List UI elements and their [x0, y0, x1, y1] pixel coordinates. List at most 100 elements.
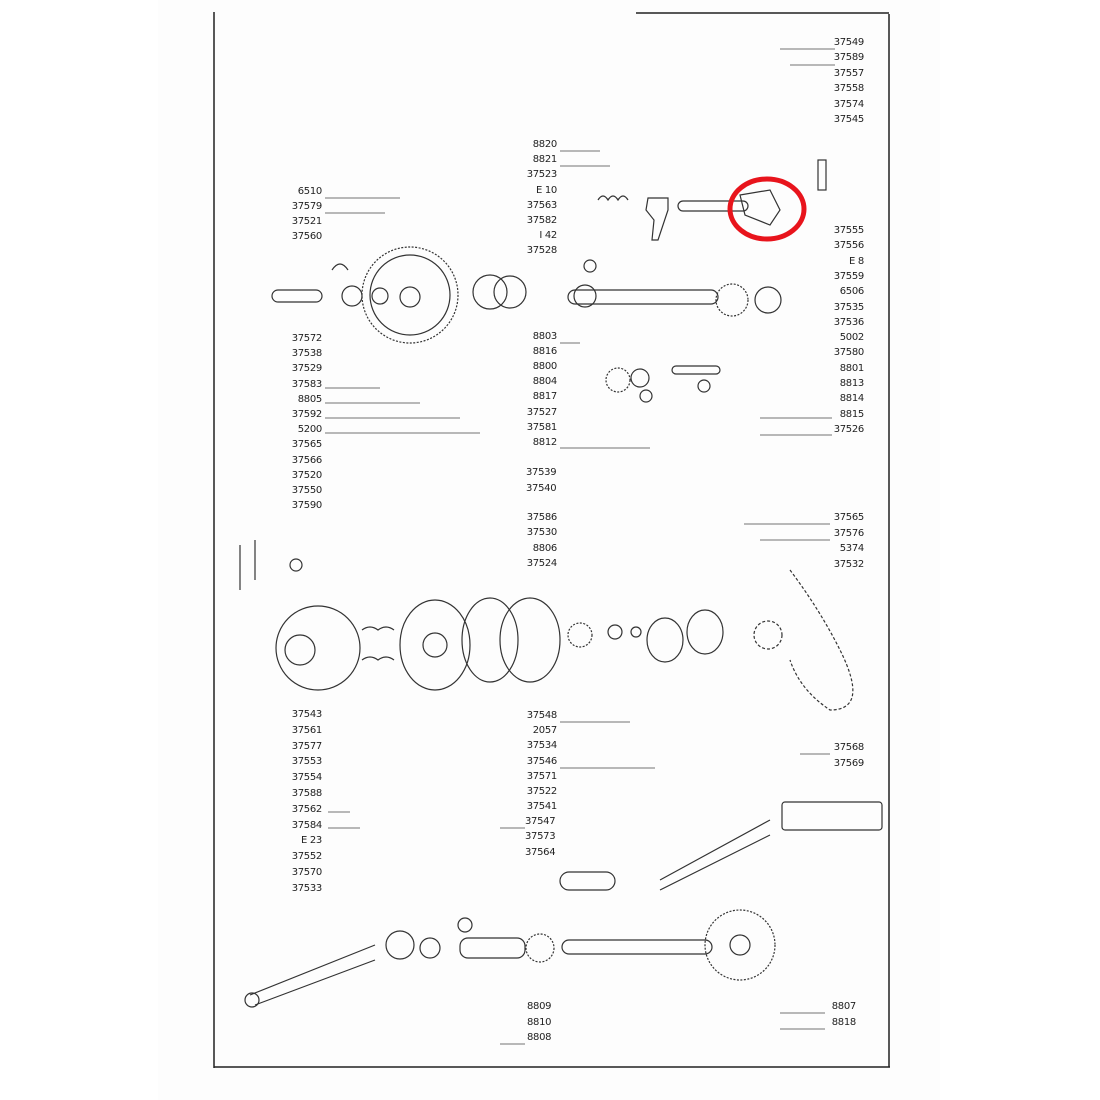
- part-number-label: 37563: [526, 199, 558, 211]
- part-number-label: 37566: [291, 454, 323, 466]
- part-number-label: 37565: [833, 512, 865, 523]
- part-number-label: 8815: [839, 408, 865, 420]
- part-number-label: 37557: [833, 67, 865, 79]
- part-number-label: 8816: [532, 346, 558, 358]
- part-number-label: 37524: [526, 557, 558, 569]
- leader-lines: [325, 48, 835, 1045]
- part-number-label: 37550: [291, 485, 323, 496]
- part-number-label: 8808: [527, 1032, 552, 1043]
- part-number-label: 5374: [839, 543, 865, 554]
- part-number-label: 6510: [297, 186, 323, 197]
- part-number-label: 8821: [532, 154, 558, 166]
- part-number-label: 8813: [839, 378, 865, 389]
- part-number-label: 37535: [833, 301, 865, 313]
- part-number-label: 37556: [833, 240, 865, 252]
- part-number-label: 37588: [291, 788, 323, 799]
- paper-sheet: [158, 0, 940, 1100]
- part-number-label: 37555: [833, 225, 865, 236]
- part-number-label: 37553: [291, 756, 323, 768]
- clutch-housing: [275, 605, 361, 691]
- part-number-label: 37580: [833, 347, 865, 359]
- part-number-label: 37560: [291, 231, 323, 242]
- part-number-label: 37574: [833, 98, 865, 110]
- part-number-label: 37545: [833, 114, 865, 125]
- part-number-label: 8810: [527, 1016, 552, 1028]
- part-number-label: 8804: [532, 376, 558, 388]
- crank-arm: [249, 944, 376, 1006]
- parts: [239, 159, 883, 1008]
- part-number-label: 37583: [291, 378, 323, 390]
- part-number-label: 37532: [833, 558, 865, 570]
- part-number-label: 37529: [291, 363, 323, 375]
- part-number-label: 37522: [526, 786, 558, 797]
- part-number-label: 37577: [291, 740, 323, 752]
- part-number-label: 37589: [833, 52, 865, 64]
- part-number-label: 8806: [532, 542, 558, 554]
- main-shaft: [567, 289, 719, 305]
- part-number-label: 37523: [526, 169, 558, 181]
- part-number-label: 37530: [526, 527, 558, 539]
- part-number-label: E 10: [535, 184, 557, 196]
- part-number-label: 8817: [532, 391, 558, 403]
- part-number-label: 37533: [291, 882, 323, 894]
- part-number-label: 37534: [526, 740, 558, 752]
- part-number-label: 5200: [297, 424, 323, 436]
- part-number-label: 37584: [291, 819, 323, 831]
- part-number-label: 37539: [526, 467, 557, 478]
- part-number-label: 37538: [291, 348, 323, 360]
- large-gear: [361, 246, 459, 344]
- part-number-label: 37586: [526, 512, 558, 523]
- part-number-label: 37549: [833, 37, 865, 48]
- part-number-label: 37562: [291, 803, 323, 815]
- pedal: [781, 801, 883, 831]
- drive-chain: [789, 569, 854, 711]
- part-number-label: 8809: [527, 1001, 552, 1012]
- part-number-label: 37546: [526, 755, 558, 767]
- part-number-label: 37554: [291, 772, 323, 784]
- part-number-label: 37572: [291, 333, 323, 344]
- part-number-label: 37579: [291, 201, 323, 212]
- part-number-label: 37569: [833, 757, 865, 769]
- part-number-label: 8801: [839, 362, 865, 374]
- axle-pin: [271, 289, 323, 303]
- part-number-label: 37561: [291, 724, 323, 736]
- part-number-label: 37582: [526, 215, 558, 226]
- part-number-label: 37547: [525, 816, 556, 827]
- part-number-label: 8818: [831, 1017, 857, 1028]
- part-number-label: 37590: [291, 500, 323, 512]
- part-number-label: 37543: [291, 709, 323, 720]
- pedal-shaft: [561, 939, 713, 955]
- part-number-label: 6506: [839, 286, 865, 298]
- part-number-label: 37564: [525, 846, 556, 858]
- part-number-label: 37552: [291, 851, 323, 863]
- highlight-circle: [727, 176, 807, 242]
- part-number-label: 37528: [526, 245, 558, 257]
- part-number-label: 37548: [526, 710, 558, 721]
- part-number-label: 5002: [839, 332, 865, 344]
- part-number-label: 37571: [526, 770, 558, 782]
- part-number-label: 37526: [833, 423, 865, 435]
- part-number-label: 37581: [526, 421, 558, 433]
- part-number-label: E 8: [849, 255, 864, 267]
- part-number-label: 8807: [831, 1001, 857, 1012]
- part-number-label: 8805: [297, 393, 323, 405]
- part-number-label: 8820: [532, 139, 558, 150]
- part-number-label: 37521: [291, 216, 323, 227]
- part-number-label: 37592: [291, 409, 323, 420]
- part-number-label: E 23: [300, 835, 322, 847]
- part-number-label: 37520: [291, 469, 323, 481]
- part-number-label: 37527: [526, 406, 558, 418]
- part-number-label: 37540: [526, 483, 557, 494]
- part-number-label: 8800: [532, 361, 558, 373]
- kick-lever: [659, 819, 771, 891]
- part-number-label: I 42: [539, 230, 557, 242]
- part-number-label: 37568: [833, 742, 865, 753]
- shift-fork: [645, 197, 669, 241]
- part-number-label: 2057: [532, 725, 558, 737]
- part-number-label: 8803: [532, 331, 558, 342]
- sprocket: [753, 620, 783, 650]
- part-number-label: 37576: [833, 527, 865, 539]
- part-number-label: 37558: [833, 83, 865, 95]
